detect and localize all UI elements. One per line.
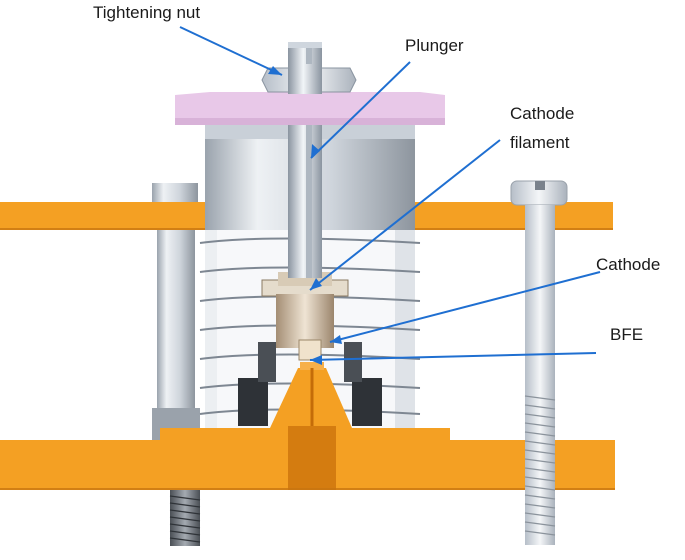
- tightening-nut-shape: [261, 64, 357, 94]
- bottom-screw: [169, 488, 201, 546]
- top-plate: [0, 202, 613, 230]
- label-cathode-filament-line2: filament: [510, 133, 570, 152]
- label-plunger: Plunger: [405, 36, 464, 55]
- leader-tightening-nut: [179, 26, 283, 76]
- label-tightening-nut: Tightening nut: [93, 3, 201, 22]
- right-bolt: [510, 180, 568, 545]
- leader-lines: [179, 26, 601, 361]
- base-plate: [0, 362, 615, 490]
- dark-insulator: [238, 342, 382, 426]
- clamp-plate: [175, 92, 445, 125]
- leader-cathode: [329, 271, 601, 343]
- leader-bfe: [309, 352, 597, 361]
- leader-arrowheads: [268, 66, 342, 365]
- label-cathode: Cathode: [596, 255, 661, 274]
- label-cathode-filament-line1: Cathode: [510, 104, 575, 123]
- leader-plunger: [310, 61, 411, 159]
- leader-cathode-filament: [309, 139, 501, 291]
- label-bfe: BFE: [610, 325, 644, 344]
